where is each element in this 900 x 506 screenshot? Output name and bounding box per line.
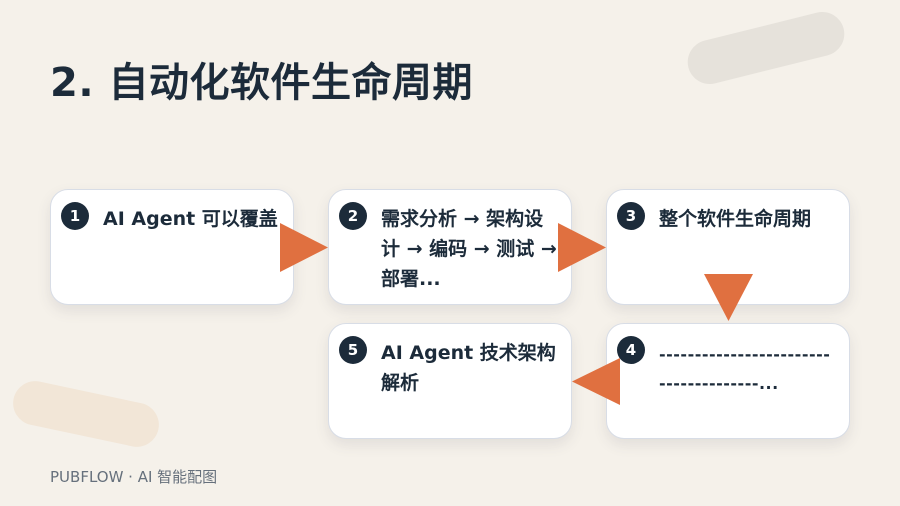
step-number-badge: 4 <box>617 336 645 364</box>
decorative-shape-bottom <box>9 377 163 451</box>
step-card-2: 2 需求分析 → 架构设计 → 编码 → 测试 → 部署... <box>328 189 572 305</box>
step-text: 整个软件生命周期 <box>659 208 812 230</box>
decorative-shape-top <box>683 7 849 89</box>
step-number-badge: 5 <box>339 336 367 364</box>
step-card-5: 5 AI Agent 技术架构解析 <box>328 323 572 439</box>
step-card-1: 1 AI Agent 可以覆盖 <box>50 189 294 305</box>
footer-brand: PUBFLOW · AI 智能配图 <box>50 468 218 486</box>
step-number-badge: 1 <box>61 202 89 230</box>
step-card-3: 3 整个软件生命周期 <box>606 189 850 305</box>
step-text: 需求分析 → 架构设计 → 编码 → 测试 → 部署... <box>381 208 557 290</box>
step-number-badge: 3 <box>617 202 645 230</box>
step-text: AI Agent 技术架构解析 <box>381 342 556 394</box>
page-title: 2. 自动化软件生命周期 <box>50 60 473 106</box>
step-text: AI Agent 可以覆盖 <box>103 208 278 230</box>
step-text: --------------------------------------..… <box>659 345 831 393</box>
step-card-4: 4 --------------------------------------… <box>606 323 850 439</box>
step-number-badge: 2 <box>339 202 367 230</box>
